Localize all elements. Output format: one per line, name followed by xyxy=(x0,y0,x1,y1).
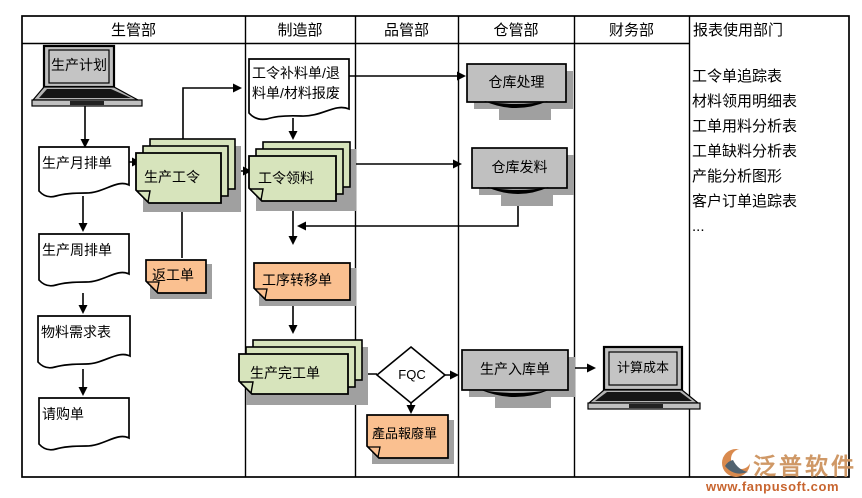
lane-header-quality: 品管部 xyxy=(383,22,429,39)
node-monthly-schedule: 生产月排单 xyxy=(38,146,130,200)
node-label: 生产月排单 xyxy=(42,155,112,172)
node-supplement-return-scrap: 工令补料单/退料单/材料报废 xyxy=(248,58,350,124)
node-label: 工序转移单 xyxy=(262,272,332,289)
note-shape xyxy=(366,414,454,464)
fanpu-logo-url: www.fanpusoft.com xyxy=(706,479,840,494)
node-label: 返工单 xyxy=(152,267,194,284)
node-cost-calculation: 计算成本 xyxy=(585,345,703,411)
report-item: ... xyxy=(692,218,705,235)
node-label: 生产完工单 xyxy=(250,365,320,382)
fanpu-logo-text: 泛普软件 xyxy=(753,453,857,479)
lane-header-warehouse: 仓管部 xyxy=(493,22,539,39)
report-item: 产能分析图形 xyxy=(692,168,783,185)
node-material-requirement: 物料需求表 xyxy=(37,315,131,371)
node-work-order-picking: 工令领料 xyxy=(248,141,358,217)
node-label: FQC xyxy=(398,366,426,382)
multi-document-shape xyxy=(135,138,241,212)
lane-header-production-control: 生管部 xyxy=(110,22,156,39)
logo-swirl-icon xyxy=(722,449,751,477)
node-label: 工令补料单/退料单/材料报废 xyxy=(252,65,340,101)
fanpu-logo-icon xyxy=(718,445,756,481)
node-product-scrap: 產品報廢單 xyxy=(366,414,456,466)
report-item: 工单用料分析表 xyxy=(692,118,798,135)
decision-diamond-shape xyxy=(375,345,447,405)
document-shape xyxy=(37,315,131,369)
node-label: 生产入库单 xyxy=(480,361,550,378)
node-process-transfer: 工序转移单 xyxy=(253,262,357,308)
node-rework-order: 返工单 xyxy=(145,259,214,301)
node-label: 生产计划 xyxy=(51,57,107,74)
laptop-icon xyxy=(587,345,701,410)
note-shape xyxy=(253,262,356,306)
node-warehouse-issue: 仓库发料 xyxy=(471,147,579,211)
node-purchase-request: 请购单 xyxy=(38,397,130,453)
lane-header-finance: 财务部 xyxy=(608,22,654,39)
multi-document-shape xyxy=(238,339,368,405)
report-item: 工单缺料分析表 xyxy=(692,143,798,160)
multi-document-shape xyxy=(248,141,356,211)
node-label: 工令领料 xyxy=(258,169,314,186)
lane-header-manufacturing: 制造部 xyxy=(277,22,323,39)
node-label: 物料需求表 xyxy=(41,324,111,341)
report-item: 客户订单追踪表 xyxy=(692,193,798,210)
report-item: 材料领用明细表 xyxy=(692,93,798,110)
node-weekly-schedule: 生产周排单 xyxy=(38,233,130,289)
document-shape xyxy=(38,146,130,198)
node-label: 请购单 xyxy=(42,406,84,423)
laptop-icon xyxy=(31,44,143,107)
node-label: 生产周排单 xyxy=(42,242,112,259)
node-label: 计算成本 xyxy=(616,359,669,375)
terminal-shape xyxy=(471,147,574,206)
report-item: 工令单追踪表 xyxy=(692,68,783,85)
document-shape xyxy=(38,233,130,287)
node-label: 生产工令 xyxy=(144,169,200,186)
document-shape xyxy=(248,58,350,121)
lane-header-report-users: 报表使用部门 xyxy=(693,22,784,39)
report-list: 工令单追踪表 材料领用明细表 工单用料分析表 工单缺料分析表 产能分析图形 客户… xyxy=(692,64,848,239)
node-label: 仓库发料 xyxy=(491,159,548,176)
node-fqc-decision: FQC xyxy=(375,345,449,407)
node-warehouse-processing: 仓库处理 xyxy=(466,63,578,127)
node-production-completion: 生产完工单 xyxy=(238,339,370,411)
node-production-plan: 生产计划 xyxy=(30,44,144,108)
document-shape xyxy=(38,397,130,451)
node-label: 仓库处理 xyxy=(488,74,545,91)
node-production-receipt: 生产入库单 xyxy=(461,349,581,413)
note-shape xyxy=(145,259,212,299)
node-label: 產品報廢單 xyxy=(372,425,438,441)
terminal-shape xyxy=(466,63,573,120)
terminal-shape xyxy=(461,349,575,408)
node-production-work-order: 生产工令 xyxy=(135,138,243,218)
